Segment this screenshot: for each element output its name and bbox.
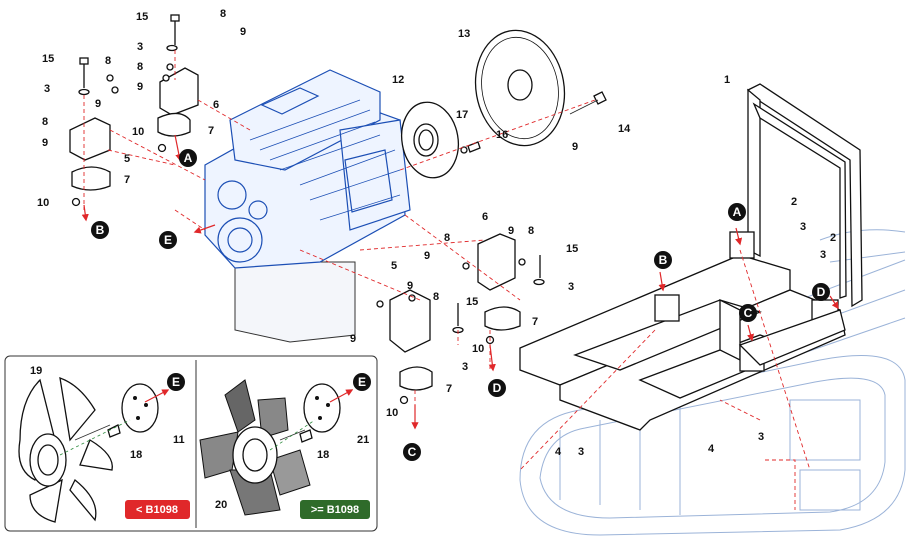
part-label: 9 [508, 225, 514, 237]
part-label: 7 [446, 383, 452, 395]
callout-markers: A B E C D A B C D [91, 149, 830, 461]
flex-plate [400, 101, 460, 179]
flywheel-housing [474, 29, 566, 147]
mount-right-rear [452, 233, 545, 345]
part-label: 15 [42, 53, 54, 65]
part-label: 17 [456, 109, 468, 121]
part-label: 6 [213, 99, 219, 111]
callout-a: A [179, 149, 197, 167]
part-label: 8 [105, 55, 111, 67]
callout-e: E [353, 373, 371, 391]
svg-text:E: E [164, 233, 172, 247]
part-label: 3 [820, 249, 826, 261]
svg-text:B: B [96, 223, 105, 237]
part-label: 8 [433, 291, 439, 303]
part-label: 19 [30, 365, 42, 377]
callout-e: E [159, 231, 177, 249]
part-label: 16 [496, 129, 508, 141]
part-label: 2 [791, 196, 797, 208]
part-label: 12 [392, 74, 404, 86]
mount-right-front [376, 289, 433, 405]
bolt-14 [569, 91, 607, 115]
callout-b: B [91, 221, 109, 239]
part-label: 15 [136, 11, 148, 23]
callout-d: D [812, 283, 830, 301]
part-label: 5 [124, 153, 130, 165]
part-label: 14 [618, 123, 631, 135]
fan-new [199, 379, 354, 516]
callout-e: E [167, 373, 185, 391]
part-label: 9 [240, 26, 246, 38]
part-label: 10 [37, 197, 49, 209]
part-label: 9 [42, 137, 48, 149]
svg-text:C: C [744, 306, 753, 320]
svg-text:A: A [733, 205, 742, 219]
callout-a: A [728, 203, 746, 221]
bolt-16-17 [460, 141, 481, 154]
svg-text:E: E [358, 375, 366, 389]
callout-c: C [739, 304, 757, 322]
fan-old [18, 377, 170, 523]
part-label: 3 [462, 361, 468, 373]
part-label: 4 [708, 443, 715, 455]
part-label: 3 [758, 431, 764, 443]
part-label: 6 [482, 211, 488, 223]
svg-text:>= B1098: >= B1098 [311, 504, 359, 516]
part-label: 3 [568, 281, 574, 293]
mount-left-upper [157, 14, 199, 153]
svg-text:D: D [817, 285, 826, 299]
callout-c: C [403, 443, 421, 461]
variant-badge-new: >= B1098 [300, 500, 370, 519]
part-label: 21 [357, 434, 369, 446]
part-label: 8 [42, 116, 48, 128]
part-label: 8 [528, 225, 534, 237]
part-label: 9 [407, 280, 413, 292]
svg-text:C: C [408, 445, 417, 459]
callout-d: D [488, 379, 506, 397]
part-label: 3 [800, 221, 806, 233]
svg-text:< B1098: < B1098 [136, 504, 178, 516]
fan-variants-inset: 19 18 11 E < B1098 18 21 20 [4, 355, 378, 532]
part-label: 10 [472, 343, 484, 355]
callout-b: B [654, 251, 672, 269]
svg-text:A: A [184, 151, 193, 165]
part-label: 8 [137, 61, 143, 73]
mount-left-lower [69, 57, 119, 207]
part-label: 7 [124, 174, 130, 186]
part-label: 15 [466, 296, 478, 308]
part-label: 15 [566, 243, 578, 255]
part-label: 10 [386, 407, 398, 419]
part-label: 9 [95, 98, 101, 110]
part-label: 9 [424, 250, 430, 262]
part-label: 13 [458, 28, 470, 40]
part-label: 10 [132, 126, 144, 138]
part-label: 7 [208, 125, 214, 137]
engine [204, 69, 411, 343]
part-label: 11 [173, 434, 185, 446]
part-number-labels: 15 8 9 3 8 9 6 7 10 15 8 3 9 8 9 5 7 10 … [37, 8, 836, 458]
part-label: 3 [578, 446, 584, 458]
part-label: 9 [350, 333, 356, 345]
svg-text:E: E [172, 375, 180, 389]
part-label: 5 [391, 260, 397, 272]
svg-text:D: D [493, 381, 502, 395]
variant-badge-old: < B1098 [125, 500, 190, 519]
part-label: 9 [572, 141, 578, 153]
part-label: 3 [44, 83, 50, 95]
part-label: 7 [532, 316, 538, 328]
part-label: 3 [137, 41, 143, 53]
part-label: 8 [220, 8, 226, 20]
svg-text:B: B [659, 253, 668, 267]
part-label: 4 [555, 446, 562, 458]
part-label: 18 [130, 449, 142, 461]
direction-arrows [81, 134, 839, 430]
part-label: 9 [137, 81, 143, 93]
part-label: 2 [830, 232, 836, 244]
part-label: 18 [317, 449, 329, 461]
part-label: 20 [215, 499, 227, 511]
part-label: 8 [444, 232, 450, 244]
main-frame [519, 83, 863, 431]
part-label: 1 [724, 74, 730, 86]
